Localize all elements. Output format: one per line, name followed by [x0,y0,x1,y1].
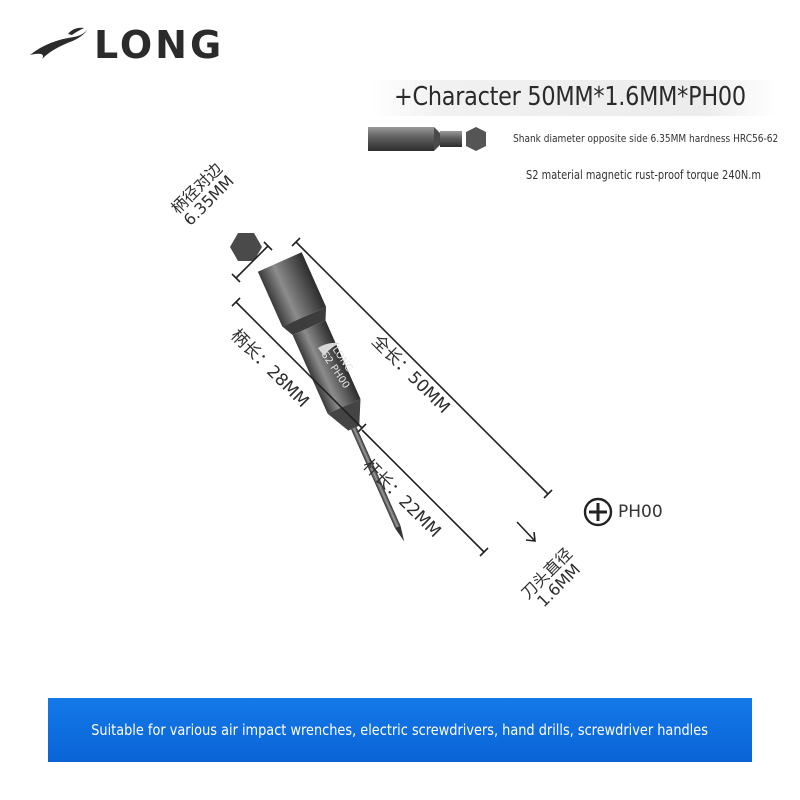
compatibility-text: Suitable for various air impact wrenches… [91,721,709,739]
title-bar [370,80,775,116]
hex-profile-icon [466,127,486,151]
tip-type-tag: PH00 [582,496,663,528]
bird-swoosh-icon [30,27,88,59]
screwdriver-bit [257,252,405,542]
spec-line-2: S2 material magnetic rust-proof torque 2… [526,168,761,182]
phillips-cross-icon [583,497,613,527]
spec-line-1: Shank diameter opposite side 6.35MM hard… [513,132,779,145]
handle-length-line [231,297,367,433]
total-length-line [291,237,553,499]
tip-arrow [516,521,536,542]
hex-icon [230,233,262,261]
shank-illustration [368,127,486,151]
rod-length-line [361,429,489,557]
compatibility-banner: Suitable for various air impact wrenches… [48,698,752,762]
hex-dimension-line [231,241,273,283]
tip-type-label: PH00 [618,502,663,522]
brand-name: LONG [94,23,225,67]
brand-logo: LONG [28,22,224,68]
bit-logo-icon [318,342,340,356]
product-title: +Character 50MM*1.6MM*PH00 [394,82,746,112]
